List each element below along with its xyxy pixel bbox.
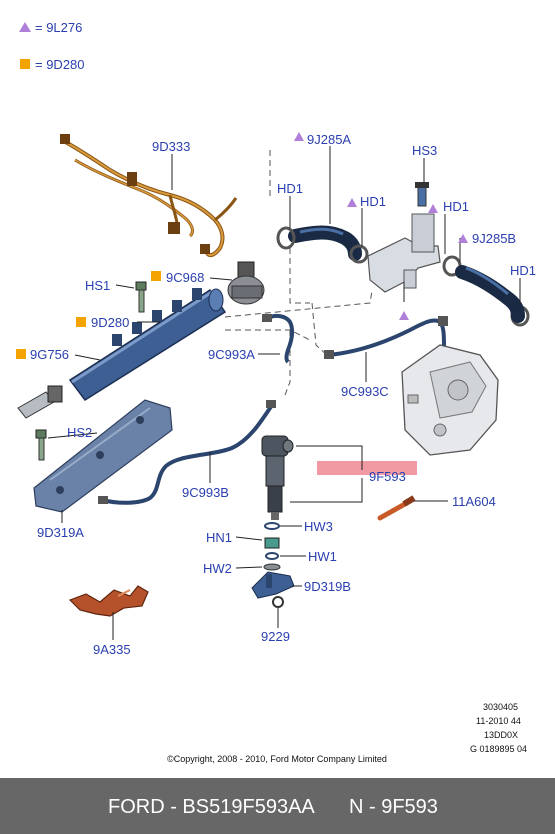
ref-code-4: G 0189895 04 [470,744,527,754]
copyright-text: ©Copyright, 2008 - 2010, Ford Motor Comp… [167,754,387,764]
clamp-9D319B [251,571,295,599]
part-number-label: FORD - BS519F593AA [108,796,315,818]
connector-housing [367,182,441,293]
fuel-pump [401,344,499,456]
square-legend-icon [20,59,30,69]
label-9J285A: 9J285A [307,132,351,147]
bolt-HS1 [135,281,147,313]
label-9C968: 9C968 [166,270,204,285]
label-11A604: 11A604 [452,494,496,509]
ref-code-1: 3030405 [483,702,518,712]
ref-code-3: 13DD0X [484,730,518,740]
washer-9229 [272,596,284,608]
hose-9J285B [455,265,525,323]
label-HW2: HW2 [203,561,232,576]
sensor-9G756 [17,385,63,419]
label-HD1-a: HD1 [277,181,303,196]
fuel-rail-9D280 [68,288,227,402]
triangle-legend-icon [19,22,31,32]
label-9D319B: 9D319B [304,579,351,594]
label-9A335: 9A335 [93,642,131,657]
pipe-9C993C [324,316,448,359]
pipe-9C993A [262,313,295,364]
label-HN1: HN1 [206,530,232,545]
label-HD1-c: HD1 [443,199,469,214]
bolt-HS2 [35,429,47,461]
label-HS2: HS2 [67,425,92,440]
label-HS3: HS3 [412,143,437,158]
label-9C993B: 9C993B [182,485,229,500]
legend-square-label: = 9D280 [35,57,85,72]
hose-9J285A [288,225,362,261]
legend-triangle-label: = 9L276 [35,20,82,35]
label-9C993C: 9C993C [341,384,389,399]
label-HW1: HW1 [308,549,337,564]
parts-diagram: = 9L276 = 9D280 [16,20,536,764]
label-9D319A: 9D319A [37,525,84,540]
label-9D280: 9D280 [91,315,129,330]
label-9G756: 9G756 [30,347,69,362]
bracket-9A335 [68,585,149,617]
ref-code-2: 11-2010 44 [476,716,521,726]
injector-9F593 [261,435,294,520]
label-9D333: 9D333 [152,139,190,154]
label-9F593: 9F593 [369,469,406,484]
footer-bar: FORD - BS519F593AA N - 9F593 [0,778,555,834]
label-HD1-d: HD1 [510,263,536,278]
label-9C993A: 9C993A [208,347,255,362]
glow-plug-11A604 [377,495,416,521]
label-HW3: HW3 [304,519,333,534]
part-code-label: N - 9F593 [349,796,438,818]
selected-part-highlight [317,461,417,475]
label-HS1: HS1 [85,278,110,293]
part-markers [16,132,468,359]
bracket-9D319A [33,399,173,513]
label-9229: 9229 [261,629,290,644]
label-9J285B: 9J285B [472,231,516,246]
wiring-harness-9D333 [60,134,238,257]
sensor-9C968 [227,261,265,305]
pipe-9C993B [98,400,276,505]
label-HD1-b: HD1 [360,194,386,209]
leader-lines [47,146,521,640]
injector-small-parts [263,522,281,571]
